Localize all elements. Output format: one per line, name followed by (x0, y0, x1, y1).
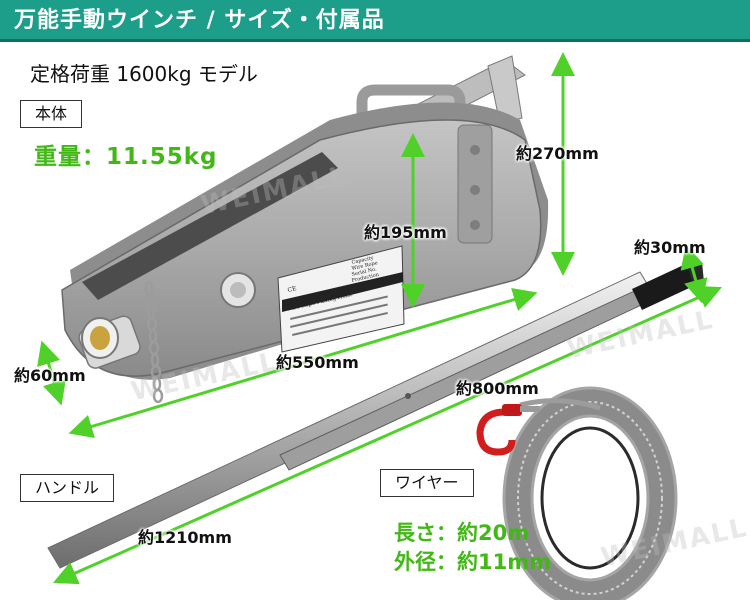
dim-handle-total-length: 約1210mm (138, 528, 232, 547)
body-weight: 重量：11.55kg (34, 144, 218, 170)
plate-capacity: Capacity (351, 255, 374, 266)
handle-section-label: ハンドル (20, 474, 115, 502)
dim-body-inner-height: 約195mm (364, 223, 447, 242)
body-section-label: 本体 (20, 100, 83, 128)
wire-diameter: 外径：約11mm (394, 550, 551, 574)
header-bar (0, 0, 750, 42)
dim-handle-diameter: 約30mm (634, 238, 706, 257)
dim-body-length: 約550mm (276, 353, 359, 372)
dim-body-height: 約270mm (516, 144, 599, 163)
plate-wire-rope: Wire Rope (351, 260, 378, 272)
plate-serial: Serial No. (351, 266, 378, 278)
dim-handle-inner-length: 約800mm (456, 379, 539, 398)
dim-body-width: 約60mm (14, 366, 86, 385)
page-title: 万能手動ウインチ / サイズ・付属品 (14, 8, 385, 33)
wire-length: 長さ：約20m (394, 521, 530, 545)
dimension-arrow-icon (37, 52, 722, 585)
model-label: 定格荷重 1600kg モデル (30, 62, 258, 86)
wire-section-label: ワイヤー (380, 469, 474, 497)
